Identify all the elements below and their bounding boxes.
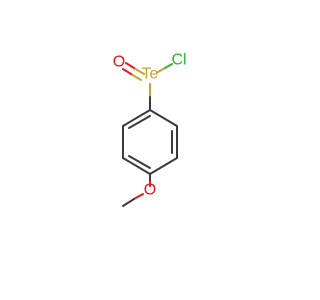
bond-ring-inner-b: [128, 155, 151, 169]
bond-te-o-double-a-te: [133, 67, 145, 75]
bonds: [122, 62, 178, 207]
bond-te-o-double-a-o: [125, 62, 135, 69]
molecule-diagram: Te Cl O O: [113, 52, 187, 207]
bond-te-cl-cl: [164, 63, 173, 69]
atom-cl-label: Cl: [171, 52, 186, 69]
bond-ring-c4-c5: [122, 157, 151, 175]
bond-te-cl-te: [157, 67, 166, 73]
bond-ring-inner-c: [128, 115, 151, 129]
bond-o-ch3-o: [133, 193, 144, 200]
atom-o-double-label: O: [113, 54, 125, 71]
bond-ring-c1-c2: [149, 109, 178, 127]
bond-o-ch3-c: [122, 198, 135, 207]
atom-o-ether-label: O: [144, 182, 156, 199]
bond-ring-c6-c1: [122, 109, 151, 127]
bond-te-o-double-b-o: [122, 68, 132, 75]
bond-ring-c3-c4: [149, 157, 178, 175]
bond-te-o-double-b-te: [130, 73, 142, 81]
atom-te-label: Te: [142, 66, 159, 83]
